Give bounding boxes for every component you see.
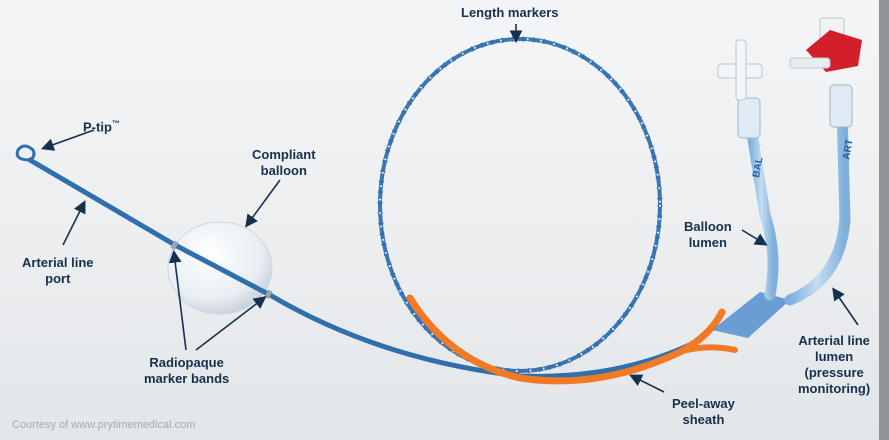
length-marker-ticks — [379, 38, 661, 372]
arrow-p-tip — [40, 129, 95, 151]
arterial-lumen-tube — [784, 104, 851, 306]
balloon-lumen-tube — [744, 114, 779, 301]
label-peel-away-sheath: Peel-away sheath — [672, 396, 735, 427]
label-radiopaque-marker-bands: Radiopaque marker bands — [144, 355, 230, 386]
art-tag: ART — [841, 138, 855, 160]
annotation-arrows — [40, 24, 859, 393]
y-hub — [712, 292, 790, 338]
bal-tag: BAL — [751, 156, 765, 178]
peel-away-sheath — [406, 294, 726, 385]
right-edge-frame — [879, 0, 889, 440]
balloon-stopcock-stem — [735, 39, 747, 101]
arrow-marker-band-2 — [195, 296, 267, 351]
label-balloon-lumen: Balloon lumen — [684, 219, 732, 250]
arrow-arterial-line-port — [62, 200, 86, 246]
arrow-compliant-balloon — [245, 179, 281, 228]
marker-band-1 — [170, 240, 179, 250]
p-tip-curl — [15, 144, 36, 162]
sheath-split-flap — [677, 344, 738, 355]
label-length-markers: Length markers — [461, 5, 559, 20]
label-arterial-line-lumen: Arterial line lumen (pressure monitoring… — [798, 333, 871, 396]
stopcock-side-port — [789, 57, 831, 69]
balloon-lumen-hub — [737, 97, 761, 139]
credit-text: Courtesy of www.prytimemedical.com — [12, 419, 196, 431]
arrow-arterial-line-lumen — [832, 287, 859, 326]
arrow-peel-away-sheath — [629, 374, 665, 393]
arrow-marker-band-1 — [168, 249, 187, 351]
catheter-loop-body — [378, 37, 662, 373]
arrow-balloon-lumen — [741, 229, 768, 246]
arterial-lumen-hub — [829, 84, 853, 128]
label-arterial-line-port: Arterial line port — [22, 255, 94, 286]
label-compliant-balloon: Compliant balloon — [252, 147, 316, 178]
label-p-tip: P-tip™ — [83, 119, 120, 135]
